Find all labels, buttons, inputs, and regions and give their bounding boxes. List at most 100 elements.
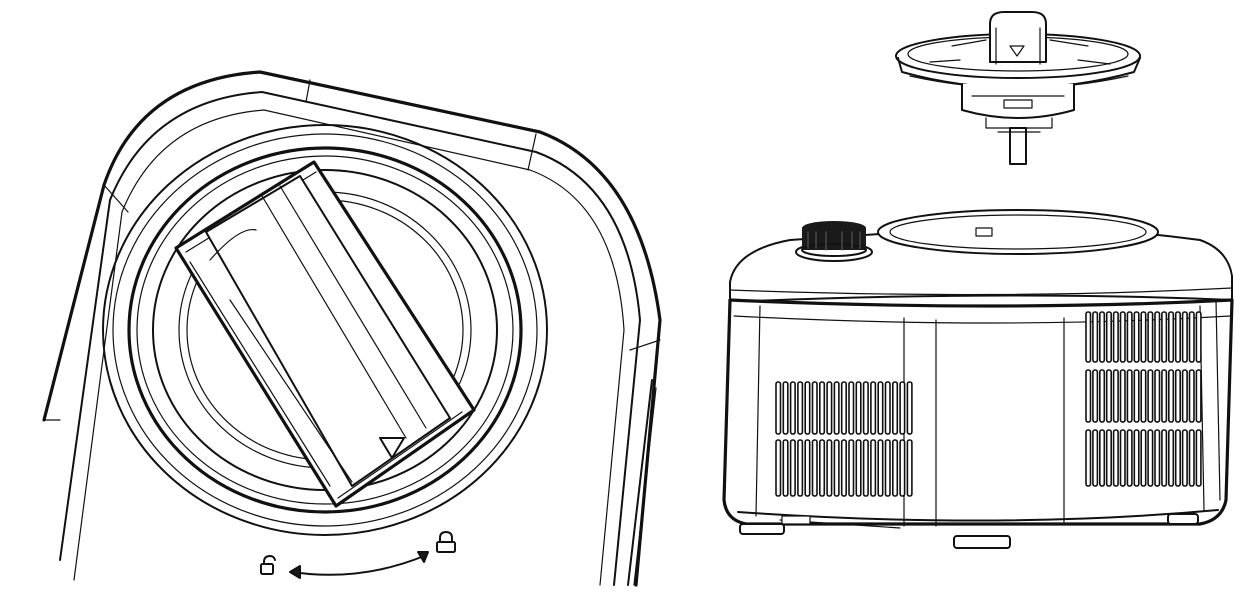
vent-slot [1168, 429, 1175, 487]
vent-slot [775, 381, 782, 435]
right-vent-grille [1085, 311, 1202, 487]
lid-lock-knob [174, 160, 476, 508]
vent-slot [899, 439, 906, 497]
vent-slot [1126, 311, 1133, 363]
vent-slot [1154, 369, 1161, 423]
vent-slot [1161, 369, 1168, 423]
vent-slot [1181, 429, 1188, 487]
vent-slot [1181, 311, 1188, 363]
vent-slot [891, 381, 899, 435]
vent-slot [1092, 429, 1099, 487]
vent-slot [1105, 429, 1112, 487]
vent-slot [1085, 429, 1092, 487]
machine-shell-outline [42, 70, 662, 587]
vent-slot [884, 381, 891, 435]
vent-slot [855, 439, 862, 497]
lid-lock-closeup [42, 70, 662, 587]
vent-slot [1195, 311, 1202, 363]
vent-slot [1099, 311, 1106, 363]
vent-slot [1119, 369, 1126, 423]
vent-slot [1119, 311, 1126, 363]
curved-double-arrow-icon [289, 551, 429, 579]
vent-slot [1092, 311, 1099, 363]
left-vent-grille [775, 381, 913, 497]
unlocked-padlock-icon [260, 555, 276, 575]
vent-slot [848, 439, 855, 497]
vent-slot [782, 381, 789, 435]
vent-slot [1147, 369, 1154, 423]
vent-slot [877, 439, 884, 497]
vent-slot [1195, 429, 1202, 487]
vent-slot [833, 381, 840, 435]
vent-slot [1085, 311, 1092, 363]
vent-slot [1105, 311, 1112, 363]
triangle-pointer-icon [379, 437, 405, 459]
vent-slot [840, 439, 848, 497]
vent-slot [1092, 369, 1099, 423]
vent-slot [870, 381, 877, 435]
vent-slot [1181, 369, 1188, 423]
vent-slot [1112, 311, 1119, 363]
vent-slot [1140, 311, 1147, 363]
vent-slot [1140, 429, 1147, 487]
vent-slot [789, 381, 796, 435]
vent-slot [782, 439, 789, 497]
vent-slot [1099, 369, 1106, 423]
lock-indicators [260, 531, 456, 579]
vent-slot [1119, 429, 1126, 487]
vent-slot [1147, 429, 1154, 487]
vent-slot [811, 439, 818, 497]
vent-slot [1154, 429, 1161, 487]
vent-slot [906, 439, 913, 497]
vent-slot [1161, 429, 1168, 487]
vent-slot [1133, 429, 1140, 487]
paddle-triangle-icon [1009, 45, 1025, 57]
paddle-assembly [895, 11, 1141, 165]
vent-slot [833, 439, 840, 497]
vent-slot [1105, 369, 1112, 423]
vent-slot [1188, 311, 1195, 363]
vent-slot [891, 439, 899, 497]
vent-slot [1133, 369, 1140, 423]
vent-slot [906, 381, 913, 435]
vent-slot [818, 381, 826, 435]
vent-slot [899, 381, 906, 435]
vent-slot [870, 439, 877, 497]
vent-slot [1112, 369, 1119, 423]
vent-slot [826, 381, 833, 435]
vent-slot [1133, 311, 1140, 363]
vent-slot [1168, 311, 1175, 363]
vent-slot [797, 439, 804, 497]
vent-slot [804, 439, 811, 497]
vent-slot [804, 381, 811, 435]
vent-slot [848, 381, 855, 435]
vent-slot [1168, 369, 1175, 423]
vent-slot [840, 381, 848, 435]
vent-slot [1174, 429, 1181, 487]
locked-padlock-icon [436, 531, 456, 553]
vent-slot [862, 381, 869, 435]
vent-slot [1126, 429, 1133, 487]
vent-slot [1174, 311, 1181, 363]
vent-slot [818, 439, 826, 497]
vent-slot [1147, 311, 1154, 363]
vent-slot [775, 439, 782, 497]
vent-slot [862, 439, 869, 497]
vent-slot [826, 439, 833, 497]
control-knob [795, 221, 873, 262]
vent-slot [877, 381, 884, 435]
vent-slot [884, 439, 891, 497]
vent-slot [1188, 429, 1195, 487]
vent-slot [1112, 429, 1119, 487]
vent-slot [1154, 311, 1161, 363]
vent-slot [1126, 369, 1133, 423]
vent-slot [811, 381, 818, 435]
vent-slot [797, 381, 804, 435]
vent-slot [855, 381, 862, 435]
vent-slot [1140, 369, 1147, 423]
vent-slot [1195, 369, 1202, 423]
vent-slot [789, 439, 796, 497]
vent-slot [1174, 369, 1181, 423]
